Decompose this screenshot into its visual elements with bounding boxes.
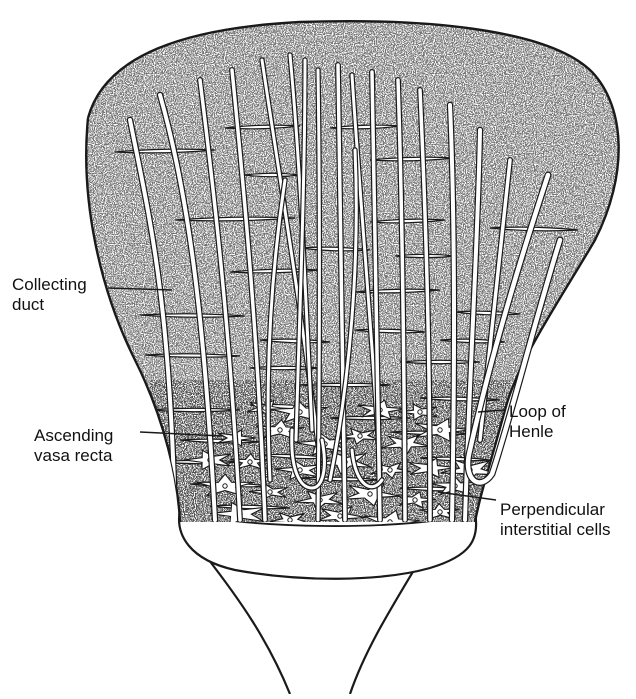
- horizontal-vessel: [245, 173, 300, 177]
- loop-of-henle-label: Loop of Henle: [509, 402, 566, 442]
- horizontal-vessel: [150, 408, 240, 412]
- ascending-vasa-recta-label: Ascending vasa recta: [34, 426, 113, 466]
- loop-of-henle-label-line1: Loop of: [509, 402, 566, 422]
- interstitial-cells-label-line2: interstitial cells: [500, 520, 611, 540]
- longitudinal-tubule: [318, 70, 320, 520]
- collecting-duct-label: Collecting duct: [12, 275, 87, 315]
- collecting-duct-label-line1: Collecting: [12, 275, 87, 295]
- loop-of-henle-label-line2: Henle: [509, 422, 566, 442]
- interstitial-cells-label: Perpendicular interstitial cells: [500, 500, 611, 540]
- interstitial-cells-label-line1: Perpendicular: [500, 500, 611, 520]
- ascending-vasa-recta-label-line2: vasa recta: [34, 446, 113, 466]
- collecting-duct-label-line2: duct: [12, 295, 87, 315]
- ascending-vasa-recta-label-line1: Ascending: [34, 426, 113, 446]
